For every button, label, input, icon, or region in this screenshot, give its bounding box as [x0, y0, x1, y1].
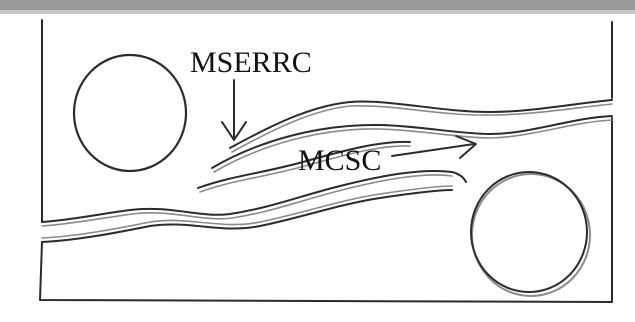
mcsc-label: MCSC: [298, 144, 381, 177]
lower-crack: [42, 171, 466, 242]
pore-upper-left: [74, 55, 186, 171]
upper-crack: [212, 100, 612, 172]
pore-lower-right: [471, 172, 590, 296]
top-bar: [0, 0, 635, 14]
mserrc-annotation: MSERRC: [190, 46, 312, 140]
mserrc-label: MSERRC: [190, 46, 312, 79]
